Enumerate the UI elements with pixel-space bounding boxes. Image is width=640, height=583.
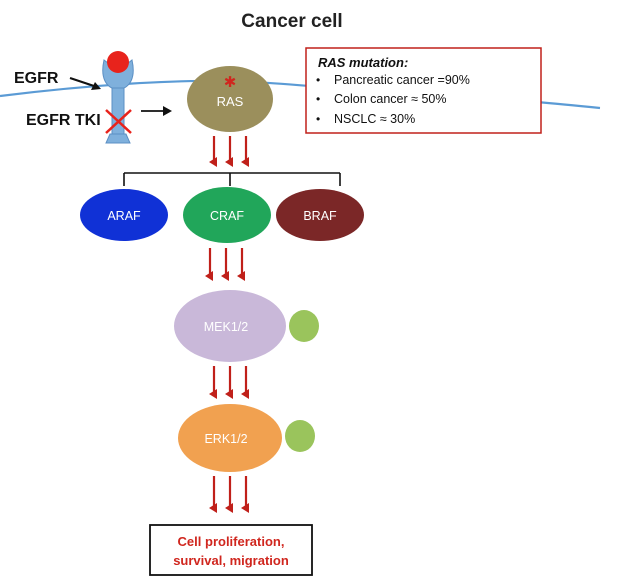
ras-mutation-heading: RAS mutation:: [318, 55, 408, 70]
mutation-bullet-1: •: [316, 73, 320, 87]
raf-branch-bracket: [123, 172, 341, 186]
tki-to-ras-arrowhead: [163, 106, 172, 116]
outcome-line-2: survival, migration: [173, 553, 289, 568]
mek-node: [174, 290, 286, 362]
outcome-box: [149, 524, 313, 576]
egfr-pointer-arrow: [69, 76, 98, 89]
erk-label: ERK1/2: [204, 432, 247, 446]
mek-phosphorylation-dot: [289, 310, 319, 342]
erk-node: [178, 404, 282, 472]
egfr-pointer-arrowhead: [91, 82, 101, 90]
outcome-line-1: Cell proliferation,: [178, 534, 285, 549]
ras-node: [187, 66, 273, 132]
araf-node: [80, 189, 168, 241]
ras-label: RAS: [217, 94, 244, 109]
ras-to-raf-arrows: [209, 136, 249, 167]
ras-mutation-mark: ✱: [224, 73, 237, 91]
diagram-title: Cancer cell: [241, 11, 342, 32]
egfr-label: EGFR: [14, 70, 59, 87]
erk-phosphorylation-dot: [285, 420, 315, 452]
receptor-stem: [111, 87, 125, 137]
mutation-item-2: Colon cancer ≈ 50%: [334, 92, 446, 106]
raf-to-mek-arrows: [205, 248, 245, 281]
inhibition-x-icon: [105, 109, 132, 134]
araf-label: ARAF: [107, 209, 141, 223]
ras-mutation-box: [305, 47, 542, 134]
mutation-item-3: NSCLC ≈ 30%: [334, 112, 415, 126]
braf-label: BRAF: [303, 209, 337, 223]
mutation-bullet-2: •: [316, 92, 320, 106]
egfr-tki-label: EGFR TKI: [26, 112, 101, 129]
braf-node: [276, 189, 364, 241]
craf-label: CRAF: [210, 209, 244, 223]
mutation-bullet-3: •: [316, 112, 320, 126]
egf-ligand: [107, 51, 129, 73]
erk-to-outcome-arrows: [209, 476, 249, 513]
mek-label: MEK1/2: [204, 320, 249, 334]
craf-node: [183, 187, 271, 243]
receptor-intracellular-domain: [105, 133, 131, 144]
mutation-item-1: Pancreatic cancer =90%: [334, 73, 470, 87]
mek-to-erk-arrows: [209, 366, 249, 399]
